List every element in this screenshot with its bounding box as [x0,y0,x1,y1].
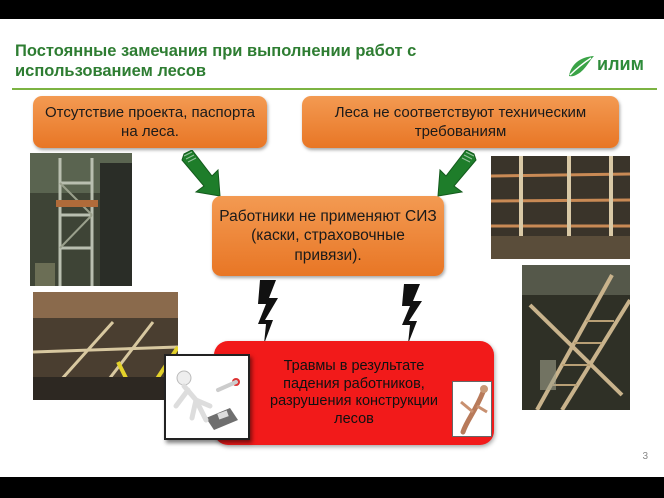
lightning-bolt-icon [258,280,278,344]
page-number: 3 [642,451,648,462]
photo-scaffold-shelves [491,156,630,259]
injuries-text: Травмы в результате падения работников, … [270,358,438,427]
leaf-logo-icon [569,56,594,77]
slide: Постоянные замечания при выполнении рабо… [0,19,664,477]
company-logo: илим [567,54,657,78]
logo-text: илим [597,54,644,74]
down-left-arrow-icon [437,150,477,197]
no-project-box: Отсутствие проекта, паспорта на леса. [33,96,267,148]
photo-scaffold-floor [33,292,178,400]
slide-title: Постоянные замечания при выполнении рабо… [15,42,417,80]
no-ppe-box: Работники не применяют СИЗ (каски, страх… [212,196,444,276]
injury-figure-illustration [164,354,250,440]
injuries-box: Травмы в результате падения работников, … [214,341,494,445]
photo-scaffold-stairs [522,265,630,410]
header-divider [12,88,657,90]
photo-scaffold-tower [30,153,132,286]
down-right-arrow-icon [181,150,221,197]
scaffold-noncompliant-box: Леса не соответствуют техническим требов… [302,96,619,148]
fall-illustration [452,381,492,437]
lightning-bolt-icon [402,284,422,344]
